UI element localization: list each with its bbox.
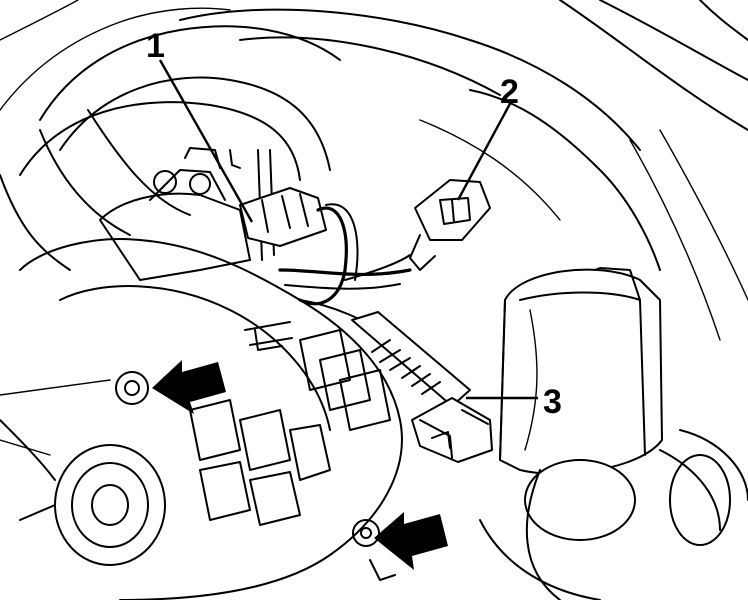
arrow-pointer-left-upper-icon (152, 360, 226, 414)
leader-line-1 (158, 59, 254, 223)
callout-1: 1 (146, 27, 165, 65)
callout-leaders (158, 59, 538, 400)
leader-line-2 (456, 99, 514, 201)
callout-2: 2 (500, 73, 519, 111)
callout-3: 3 (543, 383, 562, 421)
alternator (0, 147, 403, 600)
wiring-harness (239, 179, 493, 463)
arrow-pointer-left-lower-icon (374, 512, 448, 570)
engine-background (0, 0, 748, 341)
relay-box (479, 267, 748, 600)
